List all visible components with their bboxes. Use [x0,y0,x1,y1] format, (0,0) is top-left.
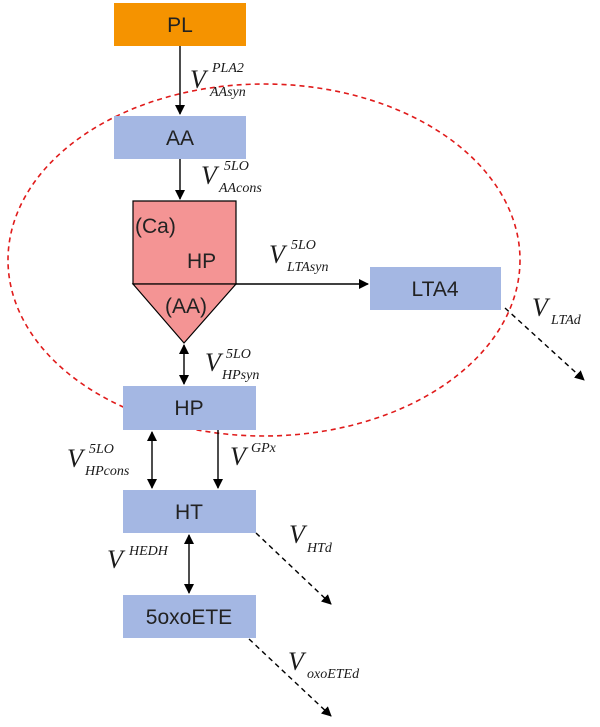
rate-label-ltad: V LTAd [532,293,582,328]
svg-text:5LO: 5LO [291,238,316,253]
node-ht-box [123,490,256,533]
enzyme-aa-label: (AA) [165,295,207,318]
svg-text:V: V [532,293,551,322]
node-5oxoete-box [123,595,256,638]
svg-text:AAcons: AAcons [218,181,262,196]
node-aa-box [114,116,246,159]
arrow-5oxoete-degradation [248,638,332,717]
node-pl-box [114,3,246,46]
compartment-ellipse [7,83,521,437]
svg-text:5LO: 5LO [224,159,249,174]
node-ht-label: HT [175,501,203,524]
svg-text:LTAsyn: LTAsyn [286,260,328,275]
node-aa-label: AA [166,127,194,150]
enzyme-5lo-bottom [131,283,238,344]
node-hp-box [123,386,256,430]
rate-label-aacons: V 5LO AAcons [201,159,262,196]
node-lta4-box [370,267,501,310]
enzyme-ca-label: (Ca) [135,215,176,238]
node-5oxoete-label: 5oxoETE [146,606,232,629]
enzyme-5lo-top [132,200,237,285]
rate-label-gpx: V GPx [230,441,277,471]
rate-label-hpcons: V 5LO HPcons [67,442,130,479]
node-pl-label: PL [167,14,193,37]
svg-text:5LO: 5LO [226,347,251,362]
svg-text:LTAd: LTAd [550,313,582,328]
svg-text:V: V [230,442,249,471]
rate-label-hpsyn: V 5LO HPsyn [205,347,259,383]
svg-text:HPsyn: HPsyn [221,368,259,383]
svg-text:oxoETEd: oxoETEd [307,667,360,682]
svg-text:V: V [107,545,126,574]
svg-text:V: V [67,444,86,473]
svg-text:HEDH: HEDH [128,544,169,559]
node-lta4-label: LTA4 [411,278,458,301]
rate-label-ltasyn: V 5LO LTAsyn [269,238,328,275]
svg-text:V: V [205,348,224,377]
svg-text:GPx: GPx [251,441,277,456]
svg-text:HTd: HTd [306,541,333,556]
svg-text:AAsyn: AAsyn [209,85,246,100]
rate-label-htd: V HTd [289,520,333,556]
svg-text:HPcons: HPcons [84,464,130,479]
svg-text:PLA2: PLA2 [211,61,244,76]
rate-label-aasyn: V PLA2 AAsyn [190,61,246,100]
svg-text:V: V [289,520,308,549]
enzyme-hp-label: HP [187,250,216,273]
rate-label-hedh: V HEDH [107,544,169,574]
svg-text:V: V [201,161,220,190]
svg-text:V: V [288,647,307,676]
svg-text:V: V [190,65,209,94]
svg-text:5LO: 5LO [89,442,114,457]
node-hp-label: HP [174,397,203,420]
svg-text:V: V [269,240,288,269]
rate-label-oxoeted: V oxoETEd [288,647,360,682]
